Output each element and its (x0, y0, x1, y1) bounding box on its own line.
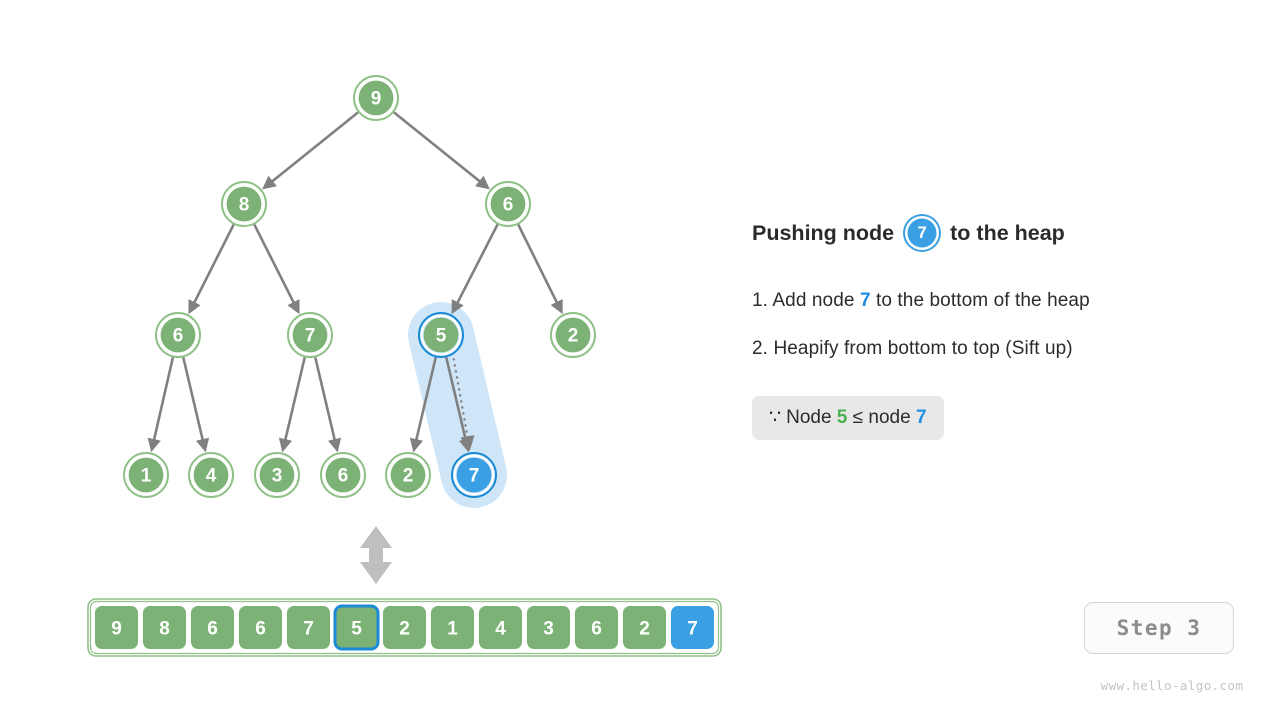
array-cell-value: 6 (591, 619, 602, 640)
tree-node-value: 8 (239, 195, 250, 216)
array-cell-value: 5 (351, 619, 362, 640)
comparison-hint: ∵Node 5 ≤ node 7 (752, 396, 944, 440)
tree-node: 2 (550, 312, 596, 358)
tree-node-value: 2 (403, 466, 414, 487)
tree-node: 7 (451, 452, 497, 498)
tree-node: 6 (155, 312, 201, 358)
array-cell-value: 8 (159, 619, 170, 640)
array-cell: 1 (431, 606, 474, 649)
step-1-before: Add node (772, 290, 855, 311)
because-symbol: ∵ (769, 407, 782, 428)
pushed-node-badge: 7 (905, 216, 940, 250)
step-indicator: Step 3 (1084, 602, 1234, 654)
array-cell: 2 (623, 606, 666, 649)
tree-node: 6 (320, 452, 366, 498)
array-cell-value: 4 (495, 619, 506, 640)
array-cell: 6 (239, 606, 282, 649)
array-cell: 3 (527, 606, 570, 649)
hint-operator: ≤ (852, 407, 864, 428)
step-1-after: to the bottom of the heap (876, 290, 1090, 311)
info-panel: Pushing node 7 to the heap 1. Add node 7… (752, 0, 1280, 720)
heap-diagram: 9 8 6 6 7 5 2 1 4 3 6 2 7 9 8 6 6 7 5 2 1 4 3 6 2 7 (87, 75, 722, 657)
array-cell-value: 3 (543, 619, 554, 640)
heap-tree-svg: 9 8 6 6 7 5 2 1 4 3 6 2 7 9 8 6 6 7 5 2 1 4 3 6 2 7 (87, 75, 722, 657)
tree-node-value: 6 (338, 466, 349, 487)
tree-node-value: 3 (272, 466, 283, 487)
tree-node: 8 (221, 181, 267, 227)
array-cell: 7 (671, 606, 714, 649)
step-2-text: Heapify from bottom to top (Sift up) (773, 338, 1073, 359)
tree-node: 2 (385, 452, 431, 498)
array-cell: 6 (191, 606, 234, 649)
tree-node-value: 7 (469, 466, 480, 487)
hint-value-b: 7 (915, 407, 927, 428)
tree-node-value: 2 (568, 326, 579, 347)
step-item-2: 2. Heapify from bottom to top (Sift up) (752, 338, 1280, 360)
hint-value-a: 5 (836, 407, 848, 428)
array-cell: 2 (383, 606, 426, 649)
tree-node: 3 (254, 452, 300, 498)
hint-word-node2: node (868, 407, 911, 428)
array-cell-value: 6 (207, 619, 218, 640)
array-cell: 6 (575, 606, 618, 649)
step-2-index: 2. (752, 338, 769, 359)
step-item-1: 1. Add node 7 to the bottom of the heap (752, 290, 1280, 312)
tree-node-value: 6 (173, 326, 184, 347)
array-cell: 5 (333, 604, 380, 651)
tree-node-value: 9 (371, 89, 382, 110)
tree-node-value: 6 (503, 195, 514, 216)
tree-node-value: 5 (436, 326, 447, 347)
steps-list: 1. Add node 7 to the bottom of the heap … (752, 290, 1280, 386)
tree-node-value: 4 (206, 466, 217, 487)
hint-word-node: Node (786, 407, 832, 428)
tree-node: 5 (418, 312, 464, 358)
panel-title: Pushing node 7 to the heap (752, 216, 1065, 250)
tree-node: 9 (353, 75, 399, 121)
array-cell-value: 9 (111, 619, 122, 640)
panel-title-suffix: to the heap (950, 220, 1065, 245)
array-cell: 8 (143, 606, 186, 649)
array-cell: 7 (287, 606, 330, 649)
array-cell-value: 2 (639, 619, 650, 640)
tree-node: 7 (287, 312, 333, 358)
tree-node-value: 1 (141, 466, 152, 487)
tree-node: 1 (123, 452, 169, 498)
double-arrow-vertical-icon (360, 526, 392, 584)
array-cell-value: 6 (255, 619, 266, 640)
tree-edges (147, 111, 563, 453)
array-cell-value: 2 (399, 619, 410, 640)
watermark: www.hello-algo.com (1100, 678, 1244, 693)
array-cell: 4 (479, 606, 522, 649)
array-cell-value: 7 (687, 619, 698, 640)
tree-node-value: 7 (305, 326, 316, 347)
array-cell-value: 1 (447, 619, 458, 640)
step-1-index: 1. (752, 290, 769, 311)
heap-array: 9 8 6 6 7 5 2 1 4 3 6 2 7 (87, 598, 722, 657)
tree-node: 4 (188, 452, 234, 498)
array-cell-value: 7 (303, 619, 314, 640)
panel-title-prefix: Pushing node (752, 220, 895, 245)
sift-up-arrow (452, 358, 475, 451)
step-1-value: 7 (859, 290, 871, 311)
tree-node: 6 (485, 181, 531, 227)
array-cell: 9 (95, 606, 138, 649)
tree-nodes: 9 8 6 6 7 5 2 1 4 3 6 2 7 (123, 75, 596, 498)
